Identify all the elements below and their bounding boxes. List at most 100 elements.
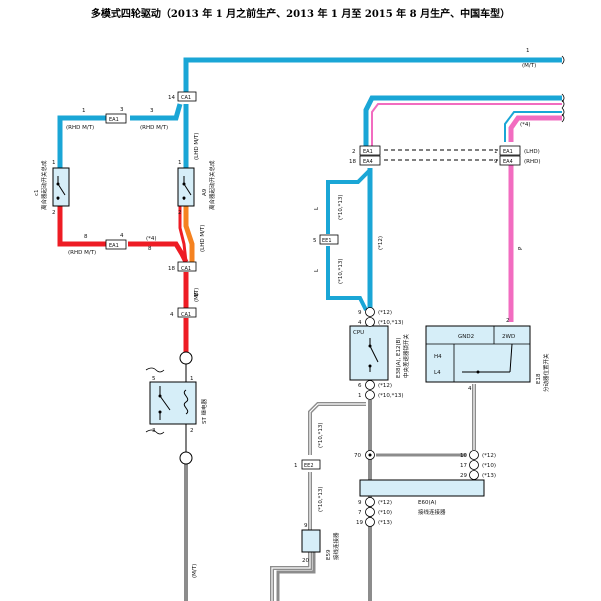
label-ea4-18-id: EA4 — [363, 159, 373, 165]
label-w-m-t: (M/T) — [194, 288, 200, 302]
pin-cd-9 — [365, 307, 375, 317]
labels: 1 (M/T) (*4) 14 CA1 3 EA1 1 (RHD M/T) (R… — [34, 48, 550, 578]
wire-pink-top — [508, 115, 562, 142]
pin-j-7 — [365, 507, 375, 517]
label-j-19-note: (*13) — [378, 520, 392, 526]
label-transfer-code: E18 — [536, 373, 542, 384]
wire-blue-ea1-b — [371, 103, 562, 148]
junction-connector-e59 — [301, 529, 321, 553]
wire-red-mid — [128, 241, 189, 264]
label-ee2-1: 1 — [294, 463, 298, 469]
label-w-l-1: L — [314, 206, 320, 210]
label-rsw-lower-note: (LHD M/T) — [200, 225, 206, 252]
label-jc2-code: E59 — [326, 549, 332, 560]
label-ea1-1-note: (LHD) — [524, 149, 540, 155]
label-ca1-14-pin: 14 — [168, 95, 175, 101]
ea1-2-box — [359, 145, 381, 156]
label-w-l-2-note: (*10,*13) — [338, 258, 344, 284]
wires — [57, 57, 562, 601]
label-w-b-m: B — [194, 292, 200, 296]
label-lower-m: (M/T) — [192, 564, 198, 578]
ca1-18-box — [177, 261, 197, 272]
label-w-1a-note: (RHD M/T) — [66, 125, 94, 131]
label-ca1-18-id: CA1 — [181, 266, 191, 272]
label-j59-20: 20 — [302, 558, 309, 564]
wire-blue-ea1-a — [363, 95, 562, 148]
label-cd-1-note: (*10,*13) — [378, 393, 404, 399]
label-ea1-2-id: EA1 — [363, 149, 373, 155]
pin-j-29 — [469, 470, 479, 480]
label-l4: L4 — [434, 370, 441, 376]
label-j59-9: 9 — [304, 523, 308, 529]
label-cd-6: 6 — [358, 383, 362, 389]
label-j-9: 9 — [358, 500, 362, 506]
wire-blue-ee1 — [326, 168, 372, 234]
label-cd-1: 1 — [358, 393, 362, 399]
label-ca1-4-id: CA1 — [181, 312, 191, 318]
label-g-note2: (*10,*13) — [318, 486, 324, 512]
pin-j-9 — [365, 497, 375, 507]
label-ea1-3: 3 — [120, 107, 124, 113]
label-ea1-a: EA1 — [109, 117, 119, 123]
label-ca1-4-pin: 4 — [170, 312, 174, 318]
relay-top-terminal — [179, 351, 193, 365]
label-w1: 1 — [526, 48, 530, 54]
wire-gray-e59-down2 — [276, 552, 316, 601]
label-cd-4-note: (*10,*13) — [378, 320, 404, 326]
label-cd-4: 4 — [358, 320, 362, 326]
label-relay-5: 5 — [152, 376, 156, 382]
wire-blue-top — [183, 57, 562, 96]
label-j-9-note: (*12) — [378, 500, 392, 506]
label-cd-6-note: (*12) — [378, 383, 392, 389]
ee1-box — [319, 234, 339, 245]
label-j-70: 70 — [354, 453, 361, 459]
label-h4: H4 — [434, 354, 442, 360]
label-g-note1: (*10,*13) — [318, 422, 324, 448]
label-ea1-b-pin: 4 — [120, 233, 124, 239]
label-ea4-9-note: (RHD) — [524, 159, 540, 165]
label-rsw-bottom: 2 — [178, 210, 182, 216]
junction-dot — [368, 453, 372, 457]
ca1-4-box — [177, 307, 197, 318]
left-clutch-switch — [52, 167, 70, 207]
st-relay — [149, 381, 197, 425]
label-lsw-bottom: 2 — [52, 210, 56, 216]
label-right-switch-name: 离合器起动开关总成 — [208, 160, 216, 210]
label-cpu: CPU — [353, 330, 364, 336]
label-cd-9: 9 — [358, 310, 362, 316]
center-diff-lock-switch — [349, 325, 389, 381]
relay-bottom-terminal — [179, 451, 193, 465]
connector-boxes — [105, 55, 565, 527]
ee2-box — [301, 459, 321, 470]
label-gnd2: GND2 — [458, 334, 474, 340]
label-center-diff-name: 中央差速器锁开关 — [402, 333, 410, 378]
label-ea1-2-pin: 2 — [352, 149, 356, 155]
pin-j-10 — [469, 450, 479, 460]
label-w-3: 3 — [150, 108, 154, 114]
label-tr-4: 4 — [468, 386, 472, 392]
label-ea4-9-pin: 9 — [494, 159, 498, 165]
label-j-19: 19 — [356, 520, 363, 526]
pin-cd-1 — [365, 390, 375, 400]
ea4-18-box — [359, 155, 381, 166]
label-relay-2: 2 — [190, 428, 194, 434]
label-ea4-18-pin: 18 — [349, 159, 356, 165]
label-center-diff-code: E38(A), E12(B) — [396, 337, 402, 378]
label-left-switch-code: c1 — [34, 189, 40, 196]
label-relay-name: ST 继电器 — [200, 398, 208, 424]
label-2wd: 2WD — [502, 334, 515, 340]
label-j-10-note: (*12) — [482, 453, 496, 459]
label-w-l-2: L — [314, 268, 320, 272]
pin-j-19 — [365, 517, 375, 527]
label-w-lower-mid: (*4) — [146, 236, 157, 242]
wire-blue-left-down — [57, 115, 106, 168]
label-ea1-1-pin: 1 — [494, 149, 498, 155]
pin-cd-4 — [365, 317, 375, 327]
label-j-29: 29 — [460, 473, 467, 479]
label-j-10: 10 — [460, 453, 467, 459]
label-ca1-18-pin: 18 — [168, 266, 175, 272]
wire-pink-top-b — [504, 111, 562, 142]
label-j-17: 17 — [460, 463, 467, 469]
label-ea4-9-id: EA4 — [503, 159, 513, 165]
